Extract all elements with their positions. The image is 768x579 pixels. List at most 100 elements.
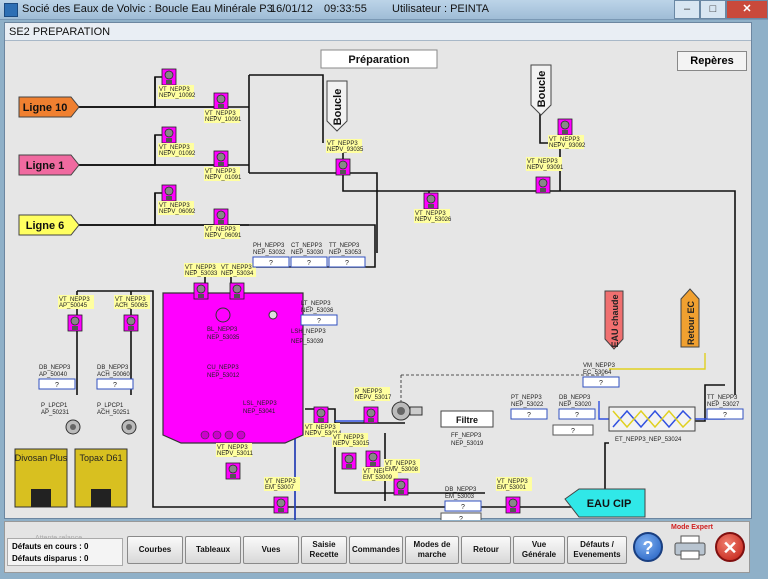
valve-type-label: VT_NEPP3 — [205, 111, 236, 117]
boucle-arrow-1[interactable]: Boucle — [326, 80, 348, 132]
valve-id-label: NEPV_93092 — [549, 143, 586, 149]
pump-ap[interactable] — [65, 419, 81, 435]
close-app-button[interactable]: ✕ — [715, 532, 745, 562]
sensor-value: ? — [55, 382, 59, 389]
window-close-button[interactable]: ✕ — [726, 0, 768, 19]
retour-button[interactable]: Retour — [461, 536, 511, 564]
reperes-button[interactable]: Repères — [677, 51, 747, 71]
ligne10-arrow[interactable]: Ligne 10 — [18, 96, 80, 118]
pump-ach[interactable] — [121, 419, 137, 435]
valve-id-label: AP_50045 — [59, 303, 88, 309]
main-pump[interactable] — [391, 401, 423, 421]
courbes-button[interactable]: Courbes — [127, 536, 183, 564]
vues-button[interactable]: Vues — [243, 536, 299, 564]
defauts-evenements-button[interactable]: Défauts / Evenements — [567, 536, 627, 564]
valve-tag-bg — [526, 157, 562, 171]
preparation-tank[interactable]: BL_NEPP3 NEP_53035 CU_NEPP3 NEP_53012 LS… — [162, 292, 304, 444]
filtre-box[interactable]: Filtre — [440, 410, 494, 428]
value-box-q-em — [440, 512, 482, 520]
ligne6-arrow[interactable]: Ligne 6 — [18, 214, 80, 236]
valve-tag-bg — [220, 263, 256, 277]
valve-type-label: VT_NEPP3 — [415, 211, 446, 217]
saisie-recette-button[interactable]: Saisie Recette — [301, 536, 347, 564]
boucle-arrow-2[interactable]: Boucle — [530, 64, 552, 116]
valve-id-label: NEPV_01092 — [159, 151, 196, 157]
valve-icon — [363, 406, 379, 424]
sensor-type-label: CT_NEPP3 — [291, 243, 323, 249]
tableaux-button[interactable]: Tableaux — [185, 536, 241, 564]
sensor-value: ? — [317, 318, 321, 325]
valve-tag-bg — [204, 167, 240, 181]
vue-generale-button[interactable]: Vue Générale — [513, 536, 565, 564]
minimize-button[interactable]: – — [674, 0, 700, 19]
topax-container[interactable]: Topax D61 — [74, 448, 128, 508]
maximize-button[interactable]: □ — [700, 0, 726, 19]
valve-icon — [535, 176, 551, 194]
valve-tag-bg — [304, 423, 340, 437]
sensor-type-label: DB_NEPP3 — [39, 365, 71, 371]
eau-chaude-arrow[interactable]: EAU chaude — [604, 290, 624, 350]
commandes-button[interactable]: Commandes — [349, 536, 403, 564]
et-label: ET_NEPP3_NEP_53024 — [615, 437, 682, 443]
modes-de-marche-button[interactable]: Modes de marche — [405, 536, 459, 564]
printer-icon[interactable] — [673, 534, 707, 560]
sensor-id-label: NEP_53030 — [291, 250, 324, 256]
sensor-id-label: NEP_53020 — [559, 402, 592, 408]
divosan-container[interactable]: Divosan Plus — [14, 448, 68, 508]
sensor-value: ? — [575, 412, 579, 419]
valve-icon — [123, 314, 139, 332]
valve-type-label: VT_NEPP3 — [217, 445, 248, 451]
lsh-tag: NEP_53039 — [291, 339, 324, 345]
valve-tag-bg — [158, 201, 194, 215]
valve-icon — [67, 314, 83, 332]
preparation-panel: SE2 PREPARATION Repères Préparation — [4, 22, 752, 520]
valve-tag-bg — [384, 459, 420, 473]
help-button[interactable]: ? — [633, 532, 663, 562]
eau-cip-arrow[interactable]: EAU CIP — [564, 488, 646, 518]
valve-tag-bg — [58, 295, 94, 309]
svg-text:NEP_53012: NEP_53012 — [207, 373, 240, 379]
valve-id-label: NEPV_93035 — [327, 147, 364, 153]
sensor-value: ? — [723, 412, 727, 419]
ligne1-arrow[interactable]: Ligne 1 — [18, 154, 80, 176]
panel-title: SE2 PREPARATION — [5, 23, 751, 41]
retour-ec-arrow[interactable]: Retour EC — [680, 288, 700, 348]
heat-exchanger[interactable] — [608, 406, 696, 432]
lsh-label: LSH_NEPP3 — [291, 329, 326, 335]
valve-type-label: VT_NEPP3 — [185, 265, 216, 271]
sensor-type-label: DB_NEPP3 — [445, 487, 477, 493]
sensor-type-label: VM_NEPP3 — [583, 363, 616, 369]
